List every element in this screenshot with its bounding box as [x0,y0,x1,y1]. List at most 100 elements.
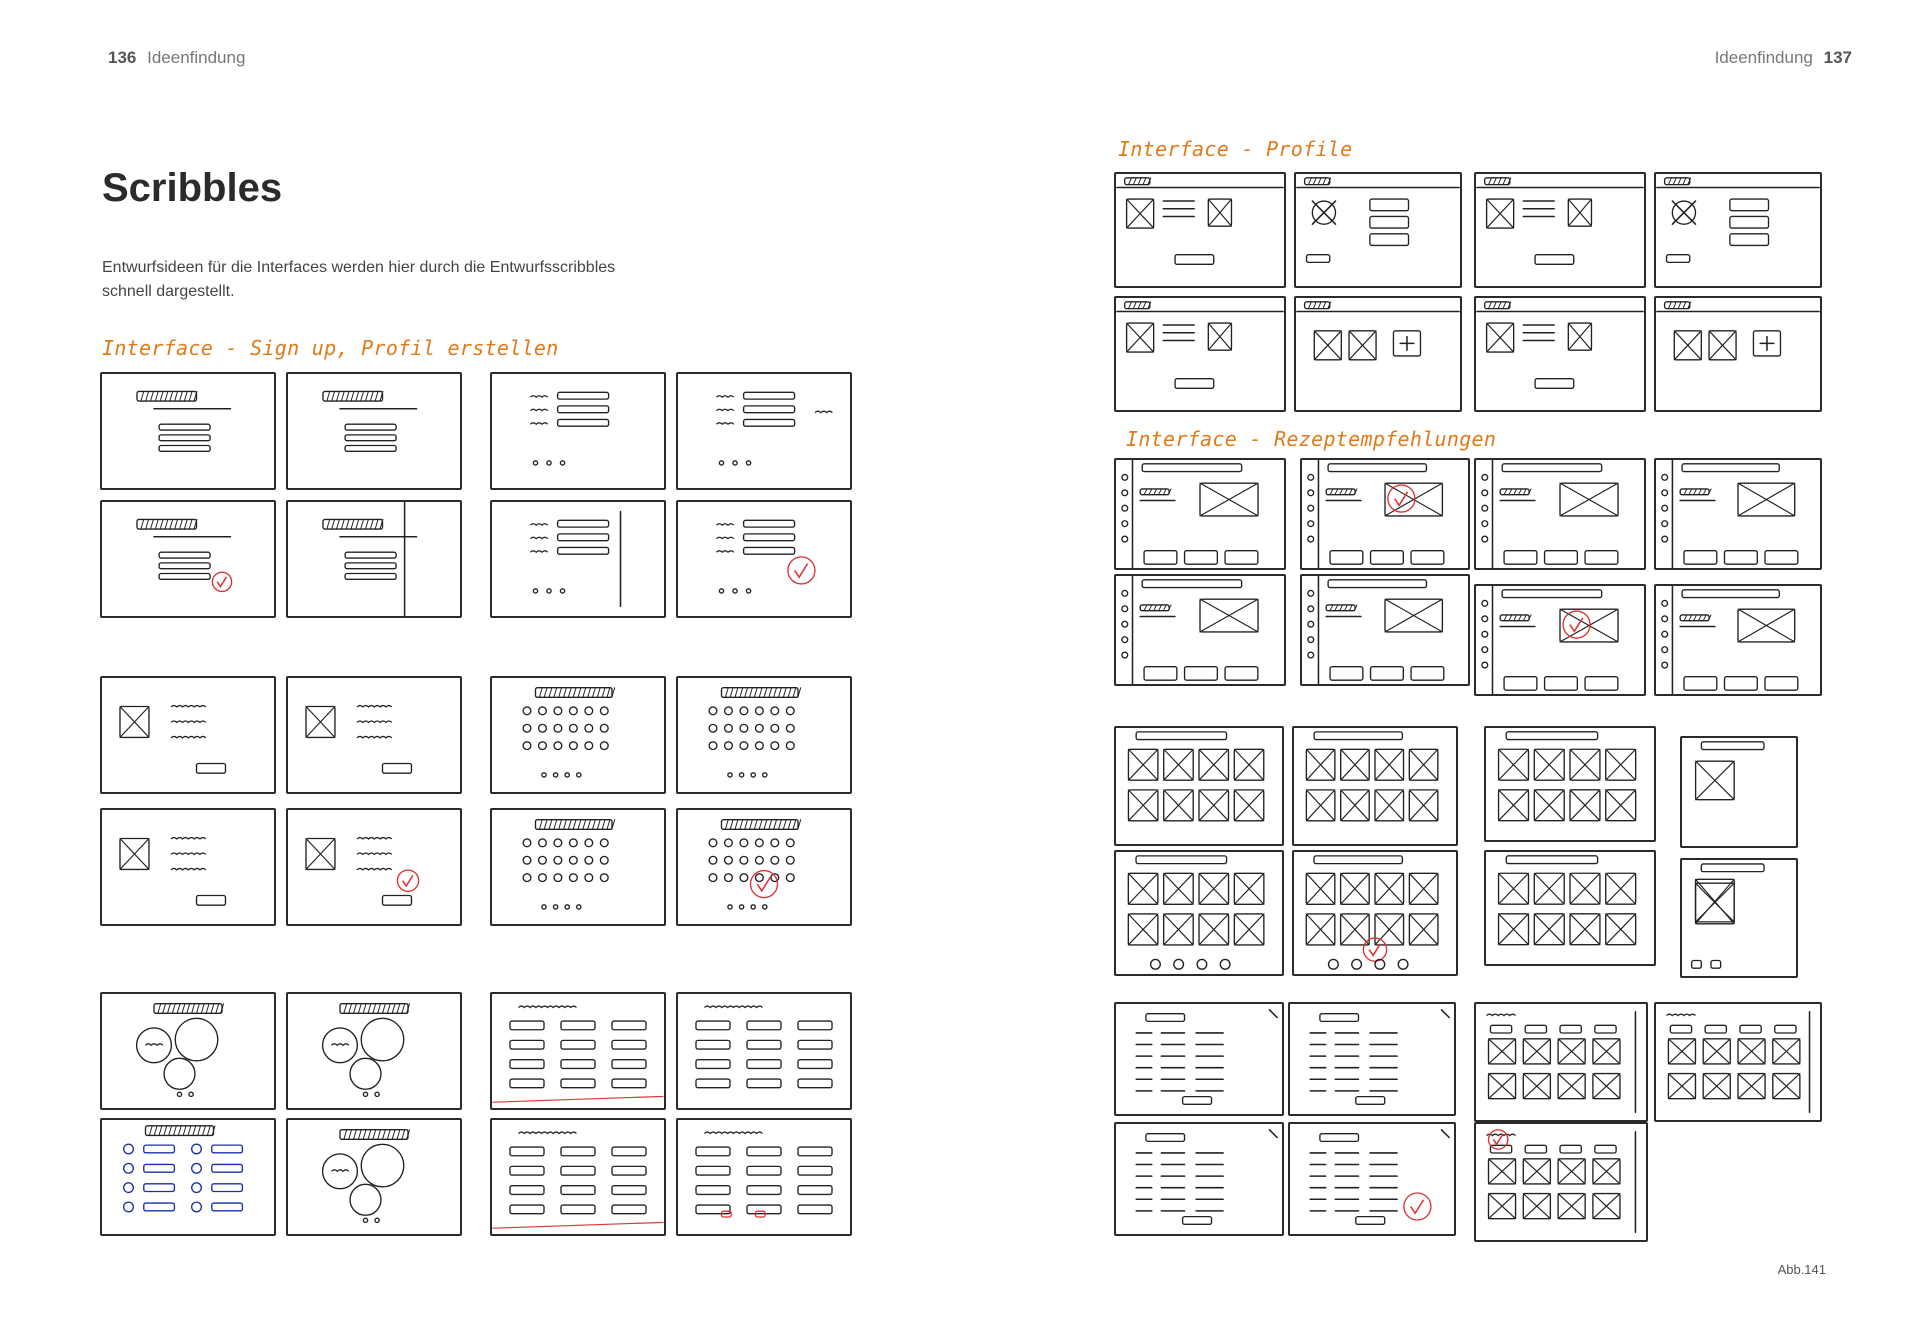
sketch-drawing [1656,301,1820,361]
sketch-frame [100,500,276,618]
sketch-frame [1292,726,1458,846]
sketch-frame [1654,584,1822,696]
sketch-frame [1300,458,1470,570]
sketch-frame [1654,458,1822,570]
sketch-frame [100,676,276,794]
sketch-drawing [1476,301,1644,389]
sketch-frame [676,808,852,926]
sketch-drawing [1135,1009,1278,1106]
sketch-frame [676,992,852,1110]
sketch-frame [1288,1002,1456,1116]
sketch-frame [1474,584,1646,696]
figure-caption: Abb.141 [1777,1262,1826,1277]
sketch-frame [100,808,276,926]
sketch-drawing [1690,863,1765,969]
sketch-drawing [1486,1010,1637,1114]
sketch-frame [490,808,666,926]
sketch-frame [1114,726,1284,846]
sketch-drawing [1497,855,1637,946]
sketch-drawing [1486,1129,1637,1234]
running-header-left: 136 Ideenfindung [102,48,245,68]
sketch-frame [1114,1122,1284,1236]
sketch-drawing [1307,576,1445,684]
page-title: Scribbles [102,166,283,210]
sketch-drawing [305,836,420,906]
running-header-right: Ideenfindung 137 [1715,48,1858,68]
sketch-frame [1292,850,1458,976]
sketch-frame [286,1118,462,1236]
sketch-drawing [322,390,418,452]
sketch-frame [286,992,462,1110]
sketch-drawing [119,704,227,774]
sketch-drawing [529,391,610,466]
sketch-drawing [1296,177,1460,264]
sketch-drawing [1116,177,1284,265]
sketch-frame [676,1118,852,1236]
sketch-drawing [1121,576,1259,684]
sketch-frame [1474,1122,1648,1242]
sketch-drawing [1296,301,1460,361]
sketch-drawing [119,836,227,906]
right-page: Ideenfindung 137 Interface - Profile Int… [960,0,1920,1328]
sketch-frame [1474,458,1646,570]
sketch-drawing [1497,731,1637,822]
sketch-drawing [321,1128,411,1224]
sketch-drawing [135,1002,225,1098]
sketch-frame [490,372,666,490]
sketch-drawing [136,390,232,452]
sketch-drawing [1656,177,1820,264]
sketch-frame [490,676,666,794]
section-heading-recipes: Interface - Rezeptempfehlungen [1126,427,1497,451]
sketch-drawing [1694,741,1765,801]
sketch-drawing [1307,460,1445,568]
sketch-drawing [122,1125,244,1213]
sketch-frame [1114,1002,1284,1116]
section-heading-profile: Interface - Profile [1118,137,1353,161]
sketch-frame [1474,1002,1648,1122]
sketch-frame [1654,172,1822,288]
page-number-left: 136 [108,48,137,67]
sketch-frame [286,500,462,618]
sketch-frame [100,1118,276,1236]
sketch-drawing [529,510,622,608]
sketch-frame [1654,296,1822,412]
sketch-drawing [1661,460,1799,568]
sketch-frame [1484,726,1656,842]
page-number-right: 137 [1823,48,1852,67]
sketch-drawing [715,519,816,594]
sketch-drawing [1127,731,1265,822]
sketch-drawing [695,1131,833,1218]
sketch-drawing [492,1005,664,1103]
sketch-drawing [522,686,616,778]
left-page: 136 Ideenfindung Scribbles Entwurfsideen… [102,48,615,360]
sketch-frame [1474,296,1646,412]
sketch-frame [1114,458,1286,570]
sketch-frame [490,500,666,618]
sketch-drawing [1127,855,1265,970]
sketch-frame [676,372,852,490]
sketch-drawing [1305,855,1439,970]
sketch-frame [676,500,852,618]
sketch-drawing [708,818,802,910]
sketch-drawing [1476,177,1644,265]
sketch-drawing [708,686,802,778]
sketch-drawing [492,1131,664,1229]
sketch-frame [1294,172,1462,288]
sketch-frame [286,372,462,490]
sketch-drawing [522,818,616,910]
sketch-frame [1288,1122,1456,1236]
sketch-drawing [322,502,418,616]
sketch-frame [1680,736,1798,848]
sketch-frame [1300,574,1470,686]
sketch-frame [490,992,666,1110]
sketch-frame [1484,850,1656,966]
sketch-drawing [715,391,833,466]
sketch-drawing [1309,1009,1450,1106]
sketch-drawing [1661,586,1799,694]
sketch-frame [100,992,276,1110]
sketch-frame [1474,172,1646,288]
sketch-drawing [1121,460,1259,568]
sketch-drawing [1309,1129,1450,1226]
sketch-frame [676,676,852,794]
sketch-frame [1114,172,1286,288]
